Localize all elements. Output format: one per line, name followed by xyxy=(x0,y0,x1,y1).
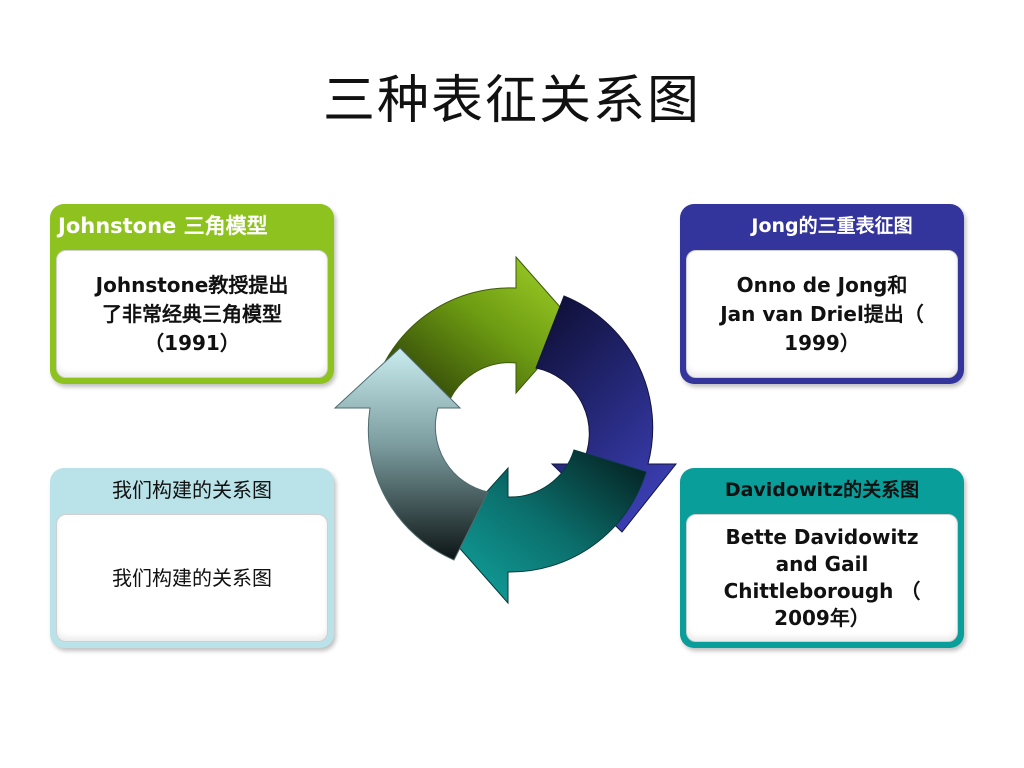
card-johnstone-body: Johnstone教授提出 了非常经典三角模型 （1991） xyxy=(56,250,328,378)
card-johnstone-line: 了非常经典三角模型 xyxy=(101,301,282,326)
card-johnstone-header: Johnstone 三角模型 xyxy=(58,214,268,238)
card-davidowitz: Davidowitz的关系图 Bette Davidowitz and Gail… xyxy=(680,468,964,648)
card-jong-header: Jong的三重表征图 xyxy=(751,215,913,237)
card-ours-line: 我们构建的关系图 xyxy=(112,565,272,590)
card-johnstone-line: Johnstone教授提出 xyxy=(95,272,289,297)
card-jong-line: Jan van Driel提出（ xyxy=(720,301,924,326)
card-johnstone-line: （1991） xyxy=(144,330,240,355)
card-ours: 我们构建的关系图 我们构建的关系图 xyxy=(50,468,334,648)
card-jong-line: 1999） xyxy=(784,330,860,355)
card-davidowitz-line: 2009年） xyxy=(774,606,870,630)
card-davidowitz-line: Chittleborough （ xyxy=(723,579,921,603)
card-ours-header: 我们构建的关系图 xyxy=(112,478,272,502)
card-jong-line: Onno de Jong和 xyxy=(736,272,908,297)
card-jong-body: Onno de Jong和 Jan van Driel提出（ 1999） xyxy=(686,250,958,378)
card-davidowitz-line: and Gail xyxy=(775,552,869,576)
card-johnstone: Johnstone 三角模型 Johnstone教授提出 了非常经典三角模型 （… xyxy=(50,204,334,384)
page-title: 三种表征关系图 xyxy=(322,71,701,131)
card-jong: Jong的三重表征图 Onno de Jong和 Jan van Driel提出… xyxy=(680,204,964,384)
green-arrow-icon xyxy=(376,255,577,407)
card-davidowitz-line: Bette Davidowitz xyxy=(725,525,919,549)
teal-arrow-icon xyxy=(447,449,647,605)
card-davidowitz-header: Davidowitz的关系图 xyxy=(724,479,920,501)
card-ours-body: 我们构建的关系图 xyxy=(56,514,328,642)
lightblue-arrow-icon xyxy=(333,347,489,561)
cycle-diagram xyxy=(333,255,678,605)
card-davidowitz-body: Bette Davidowitz and Gail Chittleborough… xyxy=(686,514,958,642)
